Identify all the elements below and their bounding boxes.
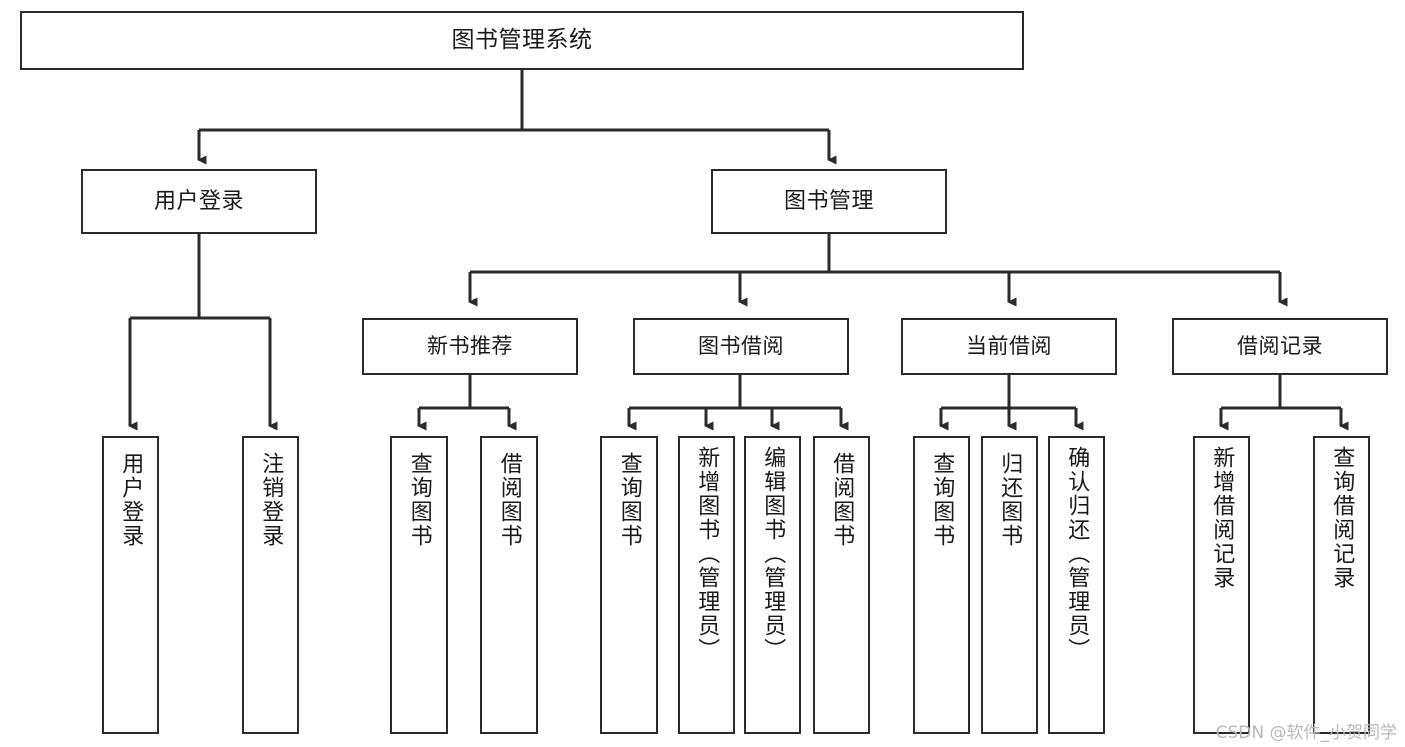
node-label: 编辑图书（管理员） bbox=[760, 446, 786, 662]
node-label: 新书推荐 bbox=[427, 334, 513, 359]
leaf-user-login[interactable]: 用户登录 bbox=[102, 436, 159, 734]
node-current-borrow[interactable]: 当前借阅 bbox=[901, 318, 1117, 375]
leaf-query-borrow-record[interactable]: 查询借阅记录 bbox=[1313, 436, 1370, 734]
node-label: 当前借阅 bbox=[966, 334, 1052, 359]
node-label: 注销登录 bbox=[258, 452, 284, 548]
leaf-return-book[interactable]: 归还图书 bbox=[981, 436, 1038, 734]
node-book-management[interactable]: 图书管理 bbox=[711, 169, 947, 234]
node-label: 查询图书 bbox=[406, 452, 432, 548]
node-book-borrow[interactable]: 图书借阅 bbox=[633, 318, 849, 375]
leaf-query-book-current[interactable]: 查询图书 bbox=[913, 436, 970, 734]
node-label: 新增借阅记录 bbox=[1209, 446, 1235, 590]
leaf-add-borrow-record[interactable]: 新增借阅记录 bbox=[1193, 436, 1250, 734]
leaf-add-book-admin[interactable]: 新增图书（管理员） bbox=[678, 436, 735, 734]
node-label: 借阅图书 bbox=[496, 452, 522, 548]
node-root-system[interactable]: 图书管理系统 bbox=[20, 11, 1024, 70]
node-label: 借阅图书 bbox=[829, 452, 855, 548]
node-label: 确认归还（管理员） bbox=[1064, 446, 1090, 662]
node-label: 查询图书 bbox=[929, 452, 955, 548]
node-label: 查询借阅记录 bbox=[1329, 446, 1355, 590]
leaf-query-book-borrow[interactable]: 查询图书 bbox=[600, 436, 658, 734]
leaf-logout[interactable]: 注销登录 bbox=[242, 436, 299, 734]
node-label: 查询图书 bbox=[616, 452, 642, 548]
node-new-book-recommend[interactable]: 新书推荐 bbox=[362, 318, 578, 375]
leaf-confirm-return-admin[interactable]: 确认归还（管理员） bbox=[1048, 436, 1105, 734]
leaf-edit-book-admin[interactable]: 编辑图书（管理员） bbox=[744, 436, 801, 734]
leaf-borrow-book[interactable]: 借阅图书 bbox=[813, 436, 870, 734]
node-borrow-record[interactable]: 借阅记录 bbox=[1172, 318, 1388, 375]
node-label: 图书管理系统 bbox=[451, 26, 593, 53]
node-label: 图书借阅 bbox=[698, 334, 784, 359]
node-user-login[interactable]: 用户登录 bbox=[81, 169, 317, 234]
node-label: 用户登录 bbox=[153, 188, 244, 214]
node-label: 图书管理 bbox=[783, 188, 874, 214]
node-label: 归还图书 bbox=[997, 452, 1023, 548]
node-label: 用户登录 bbox=[118, 452, 144, 548]
leaf-query-book-recommend[interactable]: 查询图书 bbox=[390, 436, 448, 734]
node-label: 新增图书（管理员） bbox=[694, 446, 720, 662]
node-label: 借阅记录 bbox=[1237, 334, 1323, 359]
csdn-watermark: CSDN @软件_小贺同学 bbox=[1215, 723, 1397, 743]
leaf-borrow-book-recommend[interactable]: 借阅图书 bbox=[480, 436, 538, 734]
